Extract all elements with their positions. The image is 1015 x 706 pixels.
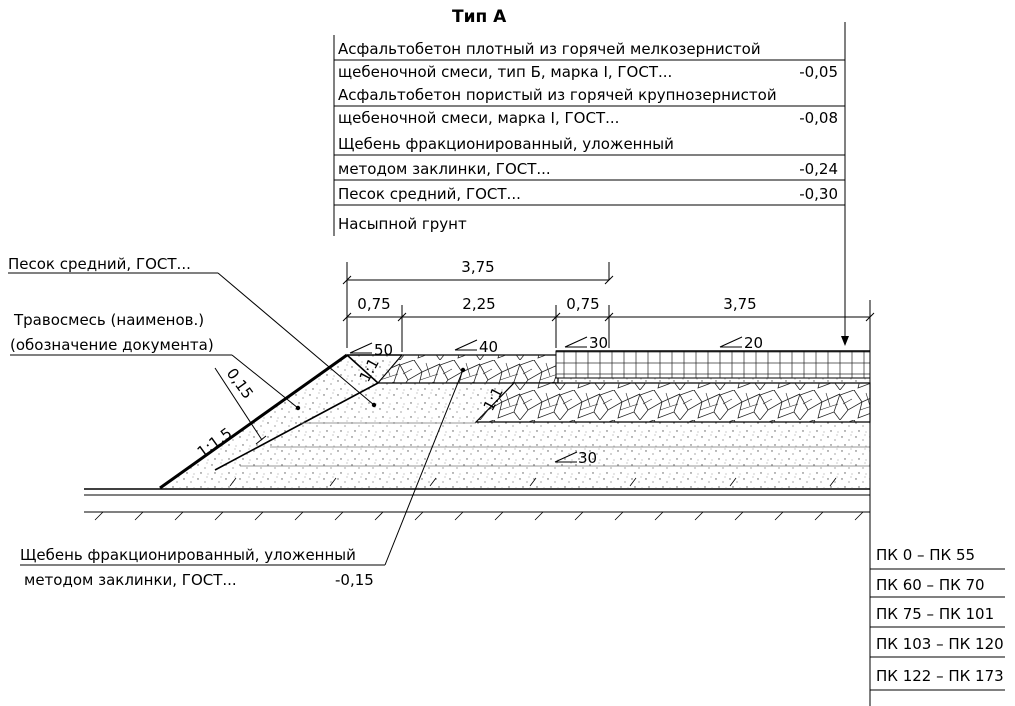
label-gravel-line2: методом заклинки, ГОСТ...: [24, 571, 237, 589]
pk-table: ПК 0 – ПК 55 ПК 60 – ПК 70 ПК 75 – ПК 10…: [870, 546, 1005, 691]
dimension-lines: 3,75 0,75 2,25 0,75 3,75: [342, 258, 875, 352]
label-sand: Песок средний, ГОСТ...: [8, 255, 191, 273]
layer-2-line2: щебеночной смеси, марка I, ГОСТ...: [338, 109, 619, 127]
layer-4-line1: Песок средний, ГОСТ...: [338, 185, 521, 203]
layer-3-line2: методом заклинки, ГОСТ...: [338, 160, 551, 178]
dim-seg3: 0,75: [566, 295, 599, 313]
pk-range-3: ПК 75 – ПК 101: [876, 605, 994, 623]
slope-50: 50: [374, 341, 393, 359]
slope-30a: 30: [589, 334, 608, 352]
layer-1-depth: -0,05: [799, 63, 838, 81]
label-gravel-line1: Щебень фракционированный, уложенный: [20, 546, 356, 564]
label-gravel-depth: -0,15: [335, 571, 374, 589]
pk-range-4: ПК 103 – ПК 120: [876, 635, 1004, 653]
pk-range-1: ПК 0 – ПК 55: [876, 546, 975, 564]
legend-arrow: [841, 336, 849, 346]
slope-20: 20: [744, 334, 763, 352]
dim-seg2: 2,25: [462, 295, 495, 313]
layer-1-line2: щебеночной смеси, тип Б, марка I, ГОСТ..…: [338, 63, 672, 81]
bottom-label: Щебень фракционированный, уложенный мето…: [20, 367, 466, 589]
layer-3-depth: -0,24: [799, 160, 838, 178]
drawing-title: Тип А: [452, 7, 507, 27]
dim-seg4: 3,75: [723, 295, 756, 313]
dim-top-total: 3,75: [461, 258, 494, 276]
cross-section: [84, 300, 871, 706]
layer-2-depth: -0,08: [799, 109, 838, 127]
dim-seg1: 0,75: [357, 295, 390, 313]
slope-30b: 30: [578, 449, 597, 467]
layer-2-line1: Асфальтобетон пористый из горячей крупно…: [338, 86, 777, 104]
layer-3-line1: Щебень фракционированный, уложенный: [338, 135, 674, 153]
label-grass-line2: (обозначение документа): [10, 336, 214, 354]
layer-1-line1: Асфальтобетон плотный из горячей мелкозе…: [338, 40, 761, 58]
pk-range-2: ПК 60 – ПК 70: [876, 576, 985, 594]
pk-range-5: ПК 122 – ПК 173: [876, 667, 1004, 685]
left-labels: Песок средний, ГОСТ... Травосмесь (наиме…: [8, 255, 377, 411]
slope-40: 40: [479, 338, 498, 356]
layer-legend: Асфальтобетон плотный из горячей мелкозе…: [333, 22, 846, 344]
layer-4-depth: -0,30: [799, 185, 838, 203]
layer-5-line1: Насыпной грунт: [338, 215, 467, 233]
label-grass-line1: Травосмесь (наименов.): [13, 311, 204, 329]
